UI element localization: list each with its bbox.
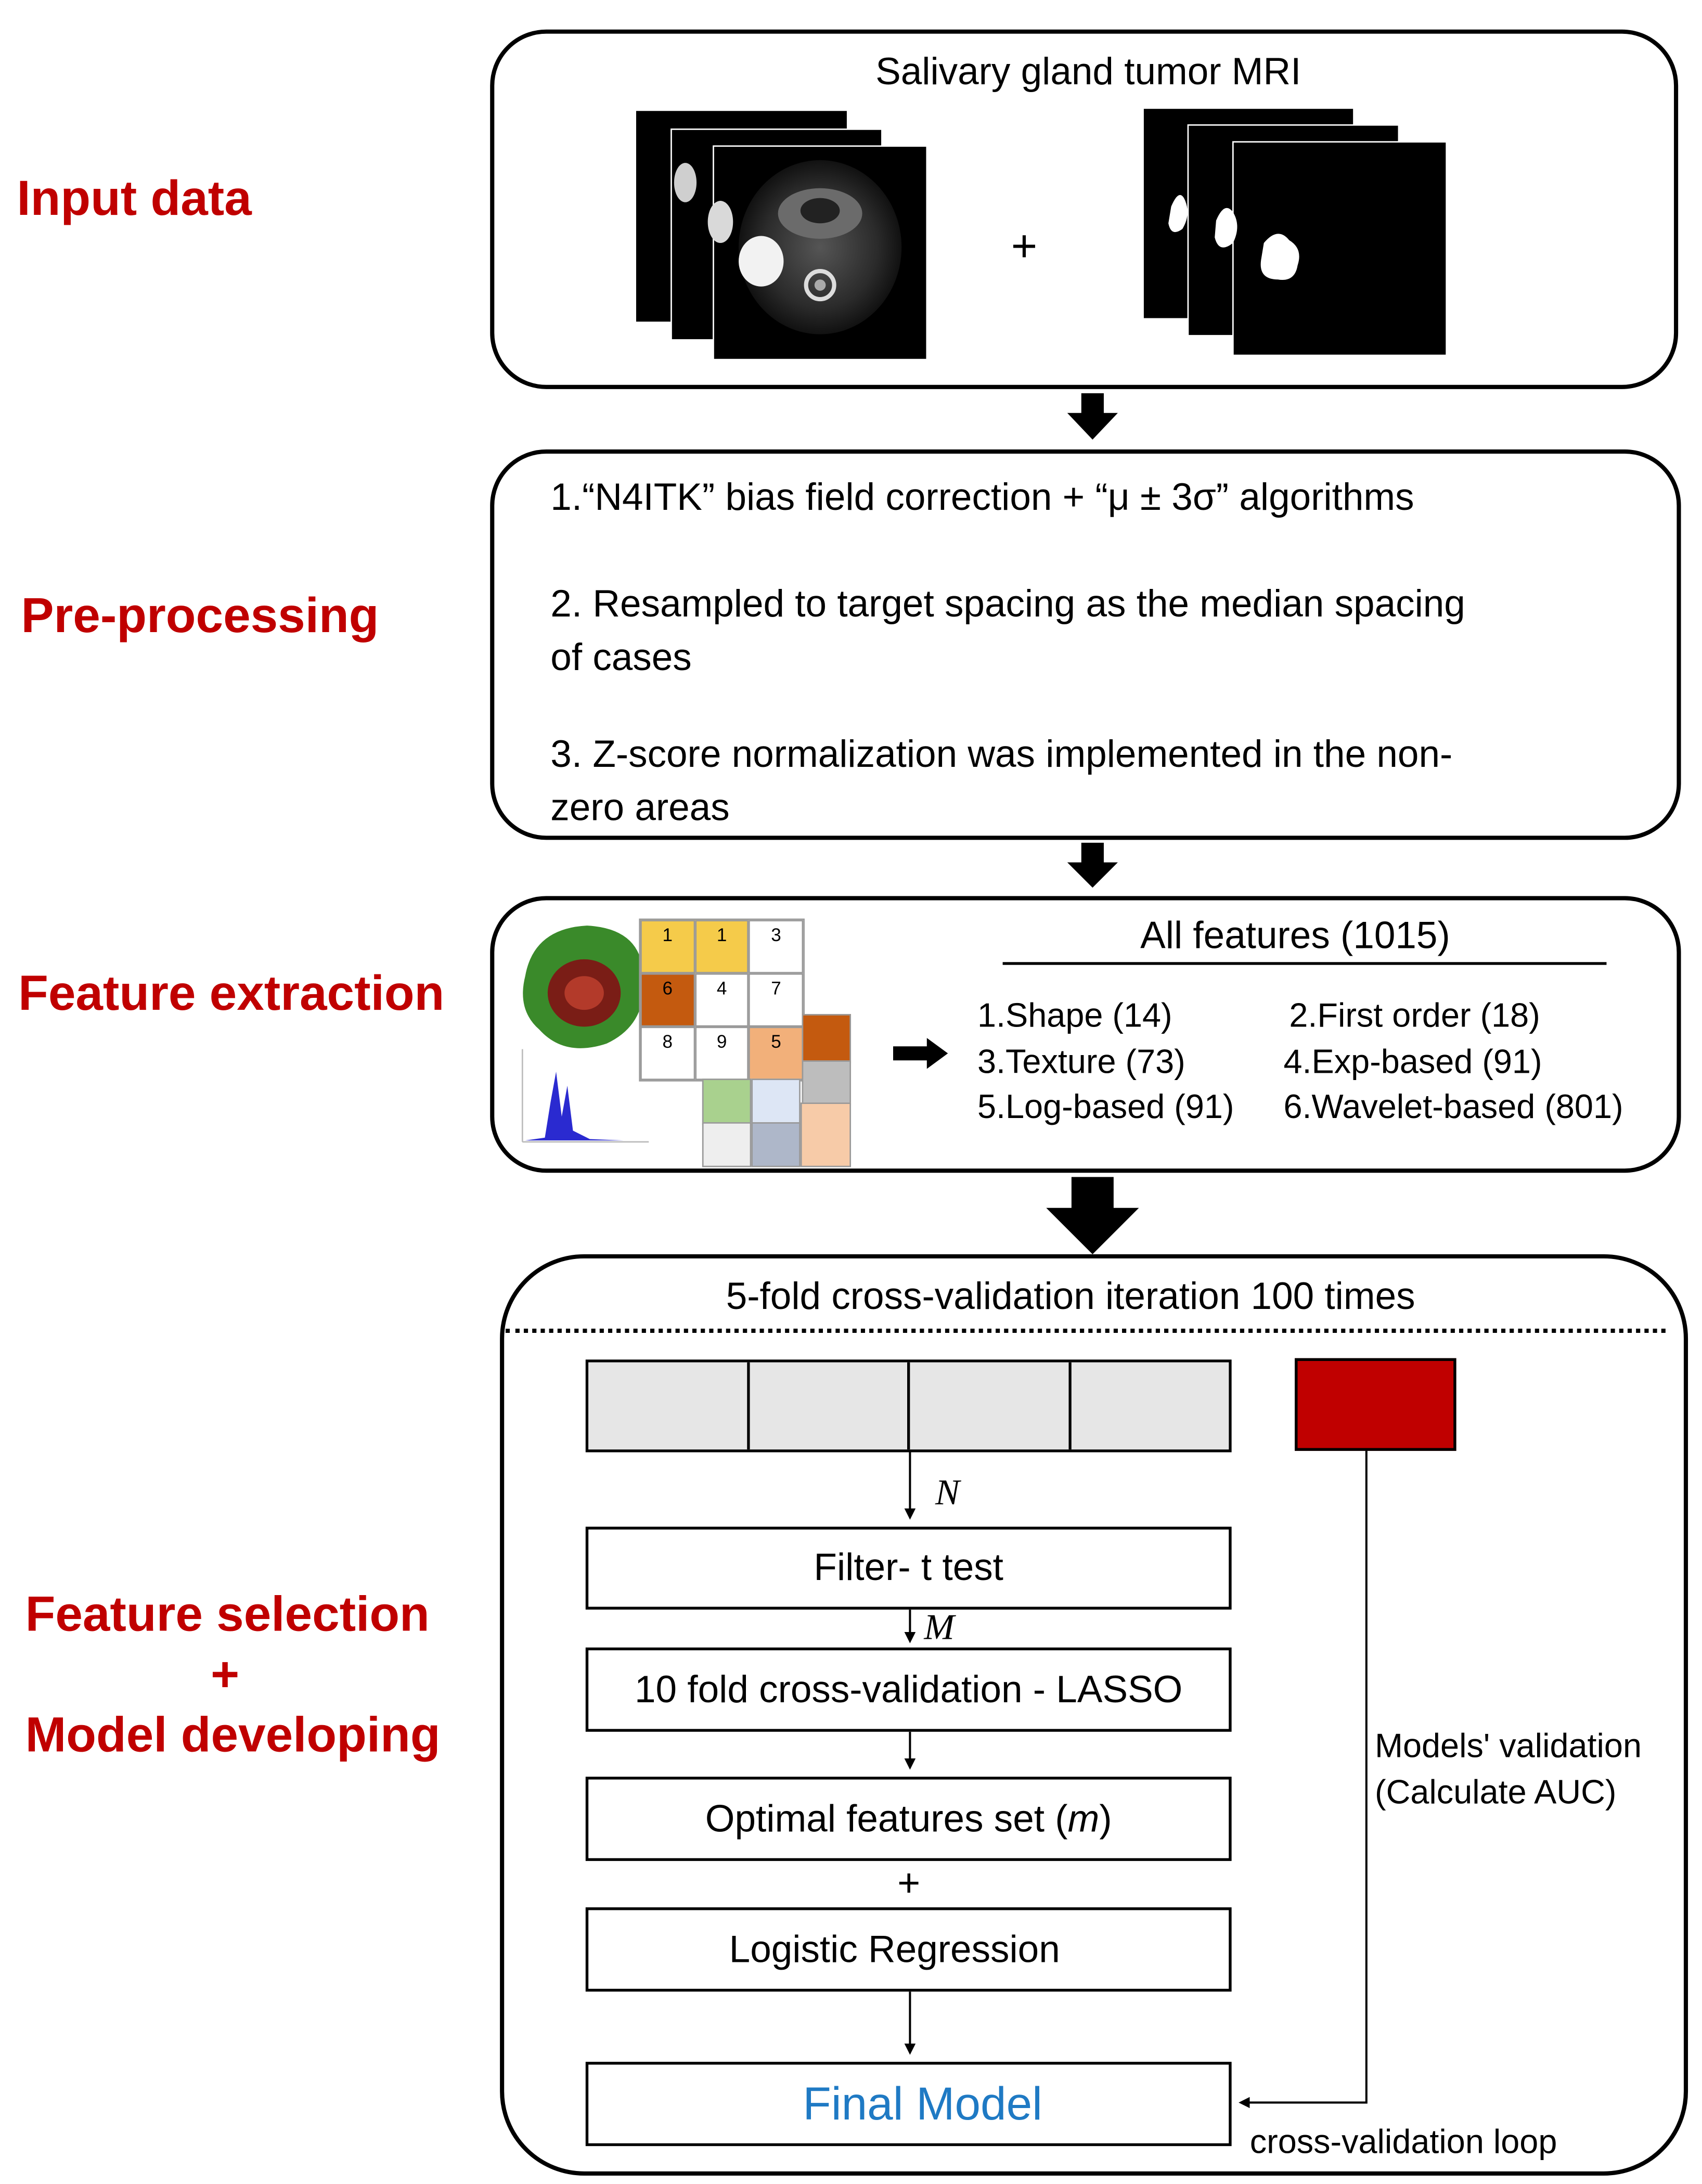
- logistic-regression-label: Logistic Regression: [729, 1928, 1060, 1970]
- matrix-cell: 1: [640, 920, 695, 973]
- stage-label-model: Model developing: [25, 1707, 441, 1763]
- matrix-cell: 1: [694, 920, 749, 973]
- matrix-back-cell: [702, 1078, 752, 1125]
- mask-image-stack: [1142, 107, 1448, 356]
- extraction-arrow: [893, 1038, 948, 1069]
- feature-shape: 1.Shape (14): [977, 997, 1172, 1035]
- final-model-label: Final Model: [803, 2077, 1042, 2129]
- optimal-features-prefix: Optimal features set (: [705, 1797, 1068, 1840]
- stage-label-extraction: Feature extraction: [18, 966, 445, 1021]
- matrix-cell: 6: [640, 973, 695, 1027]
- training-fold: [588, 1362, 750, 1450]
- plus-sign: +: [897, 1861, 921, 1905]
- training-fold: [910, 1362, 1071, 1450]
- mask-roi-middle: [1215, 208, 1237, 248]
- filter-label: Filter- t test: [814, 1546, 1003, 1589]
- mask-roi-back: [1168, 195, 1188, 233]
- mri-tumor-middle: [707, 201, 733, 243]
- flow-arrow-1: [1067, 393, 1118, 440]
- mri-tumor-front: [739, 236, 784, 287]
- label-m: M: [924, 1607, 955, 1648]
- mri-image-stack: [636, 111, 928, 361]
- final-model-box: Final Model: [585, 2062, 1232, 2147]
- stage-label-selection: Feature selection: [25, 1587, 430, 1642]
- feature-log-based: 5.Log-based (91): [977, 1088, 1234, 1127]
- preprocessing-step-3-line-2: zero areas: [550, 786, 730, 829]
- feature-texture: 3.Texture (73): [977, 1043, 1185, 1082]
- preprocessing-step-2-line-1: 2. Resampled to target spacing as the me…: [550, 583, 1465, 625]
- tumor-segmentation-center: [564, 976, 604, 1010]
- lasso-label: 10 fold cross-validation - LASSO: [635, 1667, 1183, 1710]
- optimal-features-suffix: ): [1099, 1797, 1112, 1840]
- mri-oral-cavity: [800, 198, 840, 224]
- matrix-cell: 7: [749, 973, 804, 1027]
- all-features-title: All features (1015): [1140, 914, 1450, 957]
- validation-label-line-2: (Calculate AUC): [1375, 1774, 1617, 1812]
- preprocessing-step-2-line-2: of cases: [550, 636, 692, 678]
- matrix-cell: 3: [749, 920, 804, 973]
- optimal-features-var: m: [1067, 1797, 1100, 1840]
- cv-header-divider: [505, 1328, 1666, 1333]
- matrix-cell: 9: [694, 1026, 749, 1081]
- preprocessing-step-1: 1.“N4ITK” bias field correction + “μ ± 3…: [550, 476, 1414, 519]
- flow-arrow-2: [1067, 842, 1118, 888]
- mask-roi-front: [1260, 234, 1299, 280]
- filter-box: Filter- t test: [585, 1526, 1232, 1610]
- stage-label-preprocessing: Pre-processing: [21, 588, 379, 644]
- feature-exp-based: 4.Exp-based (91): [1283, 1043, 1542, 1082]
- validation-loop-line: [1239, 1450, 1368, 2109]
- mri-spinal-cord: [814, 279, 826, 291]
- matrix-back-cell: [802, 1014, 852, 1063]
- all-features-underline: [1002, 962, 1607, 965]
- validation-label-line-1: Models' validation: [1375, 1727, 1642, 1766]
- matrix-back-cell: [702, 1122, 752, 1167]
- feature-wavelet-based: 6.Wavelet-based (801): [1283, 1088, 1623, 1127]
- matrix-cell: 8: [640, 1026, 695, 1081]
- histogram-curve: [525, 1071, 649, 1141]
- matrix-back-cell: [751, 1122, 801, 1167]
- cv-header: 5-fold cross-validation iteration 100 ti…: [726, 1275, 1415, 1318]
- input-plus-sign: +: [1011, 220, 1038, 272]
- lasso-box: 10 fold cross-validation - LASSO: [585, 1647, 1232, 1732]
- matrix-back-cell: [802, 1060, 852, 1106]
- flow-arrow-3: [1046, 1177, 1139, 1254]
- training-fold: [749, 1362, 910, 1450]
- training-fold: [1071, 1362, 1229, 1450]
- cv-loop-label: cross-validation loop: [1249, 2123, 1557, 2162]
- input-panel-title: Salivary gland tumor MRI: [875, 50, 1301, 93]
- feature-first-order: 2.First order (18): [1289, 997, 1540, 1035]
- validation-fold: [1295, 1358, 1456, 1451]
- mri-spinal-ring: [804, 268, 836, 302]
- label-n: N: [935, 1472, 960, 1513]
- optimal-features-box: Optimal features set (m): [585, 1777, 1232, 1861]
- training-folds: [585, 1359, 1232, 1453]
- radiomics-illustration: [521, 926, 649, 1143]
- stage-label-input: Input data: [17, 171, 252, 226]
- matrix-back-cell: [800, 1102, 852, 1167]
- preprocessing-panel: 1.“N4ITK” bias field correction + “μ ± 3…: [490, 449, 1681, 840]
- mri-head: [739, 160, 902, 335]
- stage-label-plus: +: [210, 1647, 240, 1703]
- matrix-cell: 4: [694, 973, 749, 1027]
- preprocessing-step-3-line-1: 3. Z-score normalization was implemented…: [550, 733, 1453, 776]
- logistic-regression-box: Logistic Regression: [585, 1907, 1232, 1992]
- mri-tumor-back: [674, 163, 697, 202]
